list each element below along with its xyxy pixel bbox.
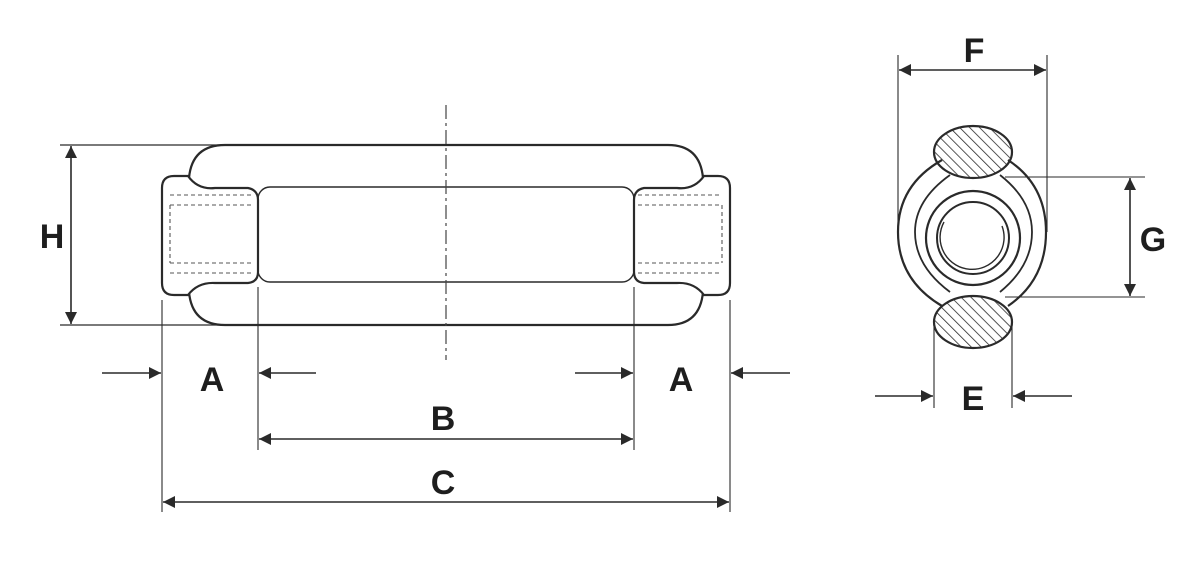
end-thread-arc bbox=[939, 221, 1005, 270]
end-web-left bbox=[914, 174, 951, 293]
section-bottom-hatch bbox=[932, 294, 1014, 350]
label-H: H bbox=[40, 218, 65, 256]
label-C: C bbox=[431, 464, 456, 502]
label-A-left: A bbox=[200, 361, 225, 399]
side-view bbox=[160, 105, 732, 360]
end-view bbox=[896, 124, 1048, 350]
end-web-right bbox=[999, 174, 1033, 293]
left-thread-hidden-lines bbox=[169, 194, 254, 274]
right-thread-hidden-lines bbox=[638, 194, 723, 274]
section-top-hatch bbox=[932, 124, 1014, 180]
end-thread-bore bbox=[936, 201, 1010, 275]
label-A-right: A bbox=[669, 361, 694, 399]
dimension-G: G bbox=[1005, 176, 1166, 298]
dimension-E: E bbox=[875, 322, 1072, 418]
dimension-C: C bbox=[163, 464, 729, 508]
frame-outer-outline bbox=[187, 143, 705, 327]
extension-lines bbox=[161, 287, 731, 512]
dimension-B: B bbox=[259, 400, 633, 445]
label-F: F bbox=[964, 32, 985, 70]
end-boss-outer bbox=[924, 189, 1022, 287]
label-E: E bbox=[962, 380, 985, 418]
left-end-boss bbox=[160, 174, 260, 297]
dimension-A-right: A bbox=[575, 361, 790, 399]
dimension-A-left: A bbox=[102, 361, 316, 399]
right-end-boss bbox=[632, 174, 732, 297]
label-B: B bbox=[431, 400, 456, 438]
label-G: G bbox=[1140, 221, 1166, 259]
dimension-H: H bbox=[40, 144, 225, 326]
dimension-F: F bbox=[897, 32, 1048, 232]
